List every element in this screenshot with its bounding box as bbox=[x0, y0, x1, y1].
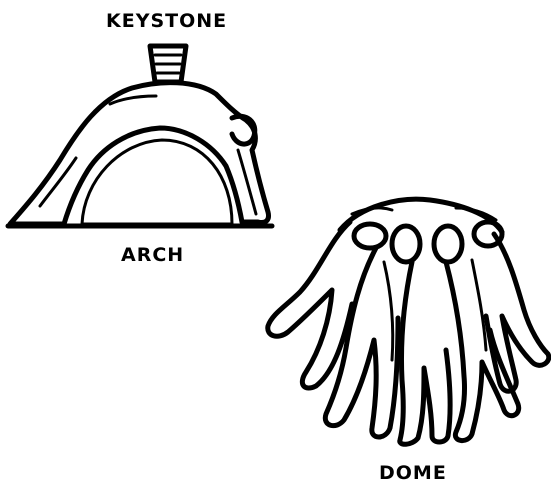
dome-figures bbox=[268, 199, 549, 444]
